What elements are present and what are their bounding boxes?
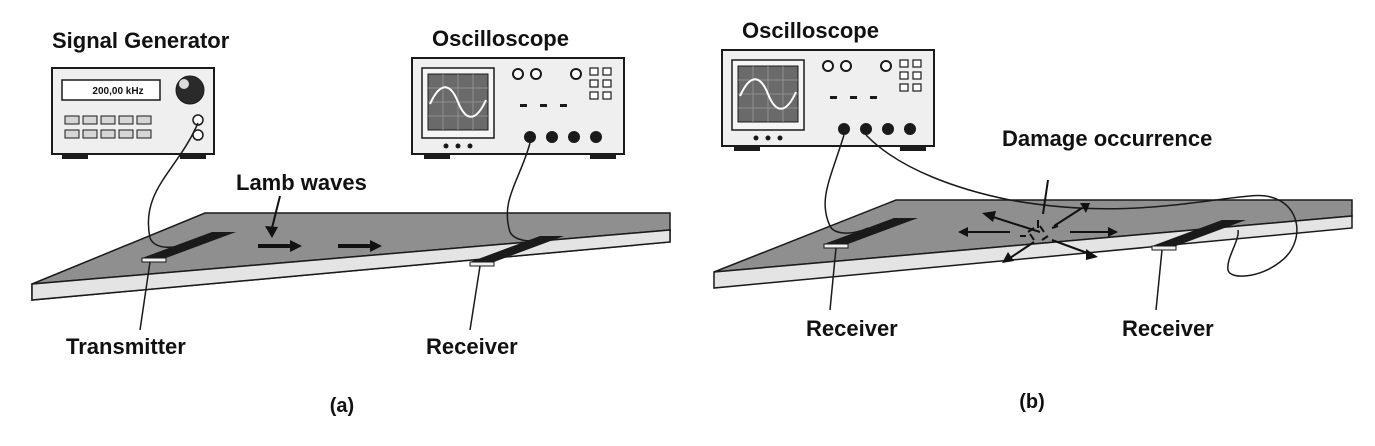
oscilloscope-b [721,49,935,151]
generator-knob-icon [175,75,205,105]
signal-generator: 200,00 kHz [51,67,215,159]
oscilloscope-b-waveform [739,78,797,110]
oscilloscope-b-cable-right [865,134,1298,277]
oscilloscope-a [411,57,625,159]
generator-cable [147,122,201,248]
oscilloscope-a-cable [506,142,546,242]
damage-burst-icon [958,179,1118,263]
transmitter-sensor [141,232,236,263]
receiver-sensor-b-left [823,218,918,249]
panel-b: Oscilloscope Damage occurrence Rec [713,18,1353,413]
receiver-a-label: Receiver [426,334,518,359]
transmitter-label: Transmitter [66,334,186,359]
signal-generator-label: Signal Generator [52,28,230,53]
oscilloscope-b-cable-left [824,134,869,234]
damage-occurrence-label: Damage occurrence [1002,126,1212,151]
plate-a [31,212,671,301]
oscilloscope-a-label: Oscilloscope [432,26,569,51]
receiver-sensor-b-right [1151,220,1246,251]
oscilloscope-b-label: Oscilloscope [742,18,879,43]
caption-a: (a) [330,395,354,417]
generator-input-port-icon [192,129,204,141]
generator-keypad [64,115,152,139]
plate-b [713,199,1353,289]
receiver-b-left-label: Receiver [806,316,898,341]
generator-output-port-icon [192,114,204,126]
generator-display [61,79,161,101]
receiver-b-right-label: Receiver [1122,316,1214,341]
caption-b: (b) [1019,391,1045,413]
generator-display-text: 200,00 kHz [92,86,143,97]
receiver-sensor-a [469,236,564,267]
oscilloscope-a-waveform [429,86,487,118]
lamb-wave-arrows [258,240,382,252]
panel-a: 200,00 kHz Signal Generator [31,26,671,417]
lamb-wave-pointer [271,195,281,229]
lamb-waves-label: Lamb waves [236,170,367,195]
